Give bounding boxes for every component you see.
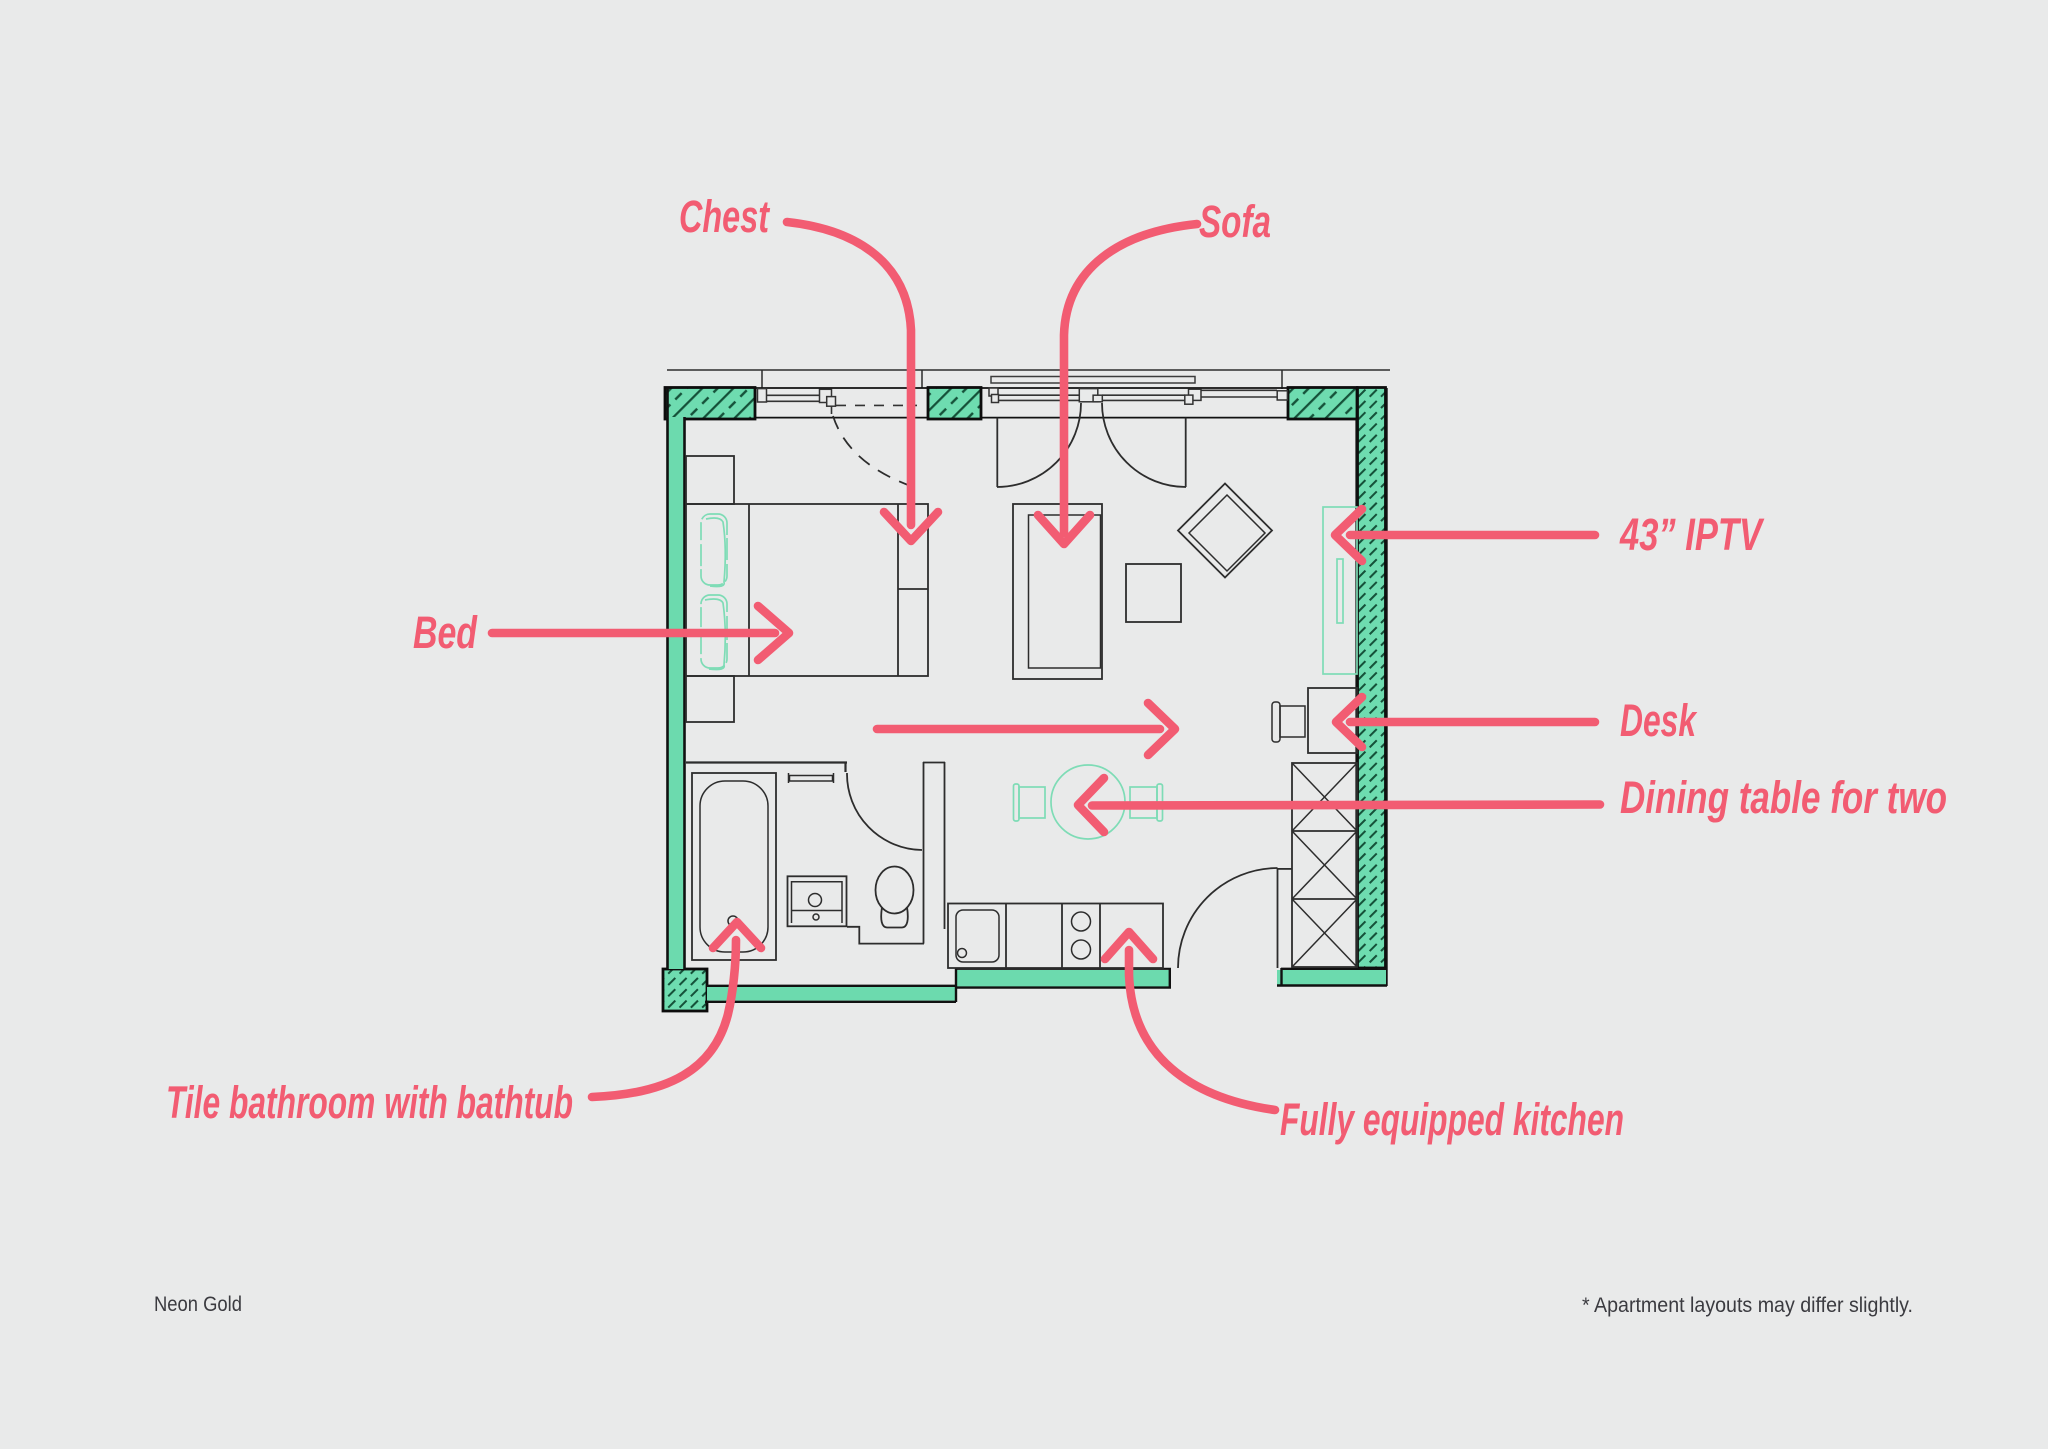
svg-text:Sofa: Sofa: [1199, 196, 1271, 247]
svg-text:Fully equipped kitchen: Fully equipped kitchen: [1280, 1094, 1624, 1145]
svg-text:* Apartment layouts may differ: * Apartment layouts may differ slightly.: [1582, 1294, 1913, 1317]
svg-text:Neon Gold: Neon Gold: [154, 1293, 242, 1316]
svg-text:Dining table for two: Dining table for two: [1620, 772, 1947, 823]
svg-text:Tile bathroom with bathtub: Tile bathroom with bathtub: [166, 1077, 573, 1128]
svg-text:43” IPTV: 43” IPTV: [1619, 509, 1765, 560]
svg-text:Chest: Chest: [679, 191, 770, 242]
svg-text:Bed: Bed: [413, 607, 478, 658]
svg-text:Desk: Desk: [1620, 695, 1697, 746]
